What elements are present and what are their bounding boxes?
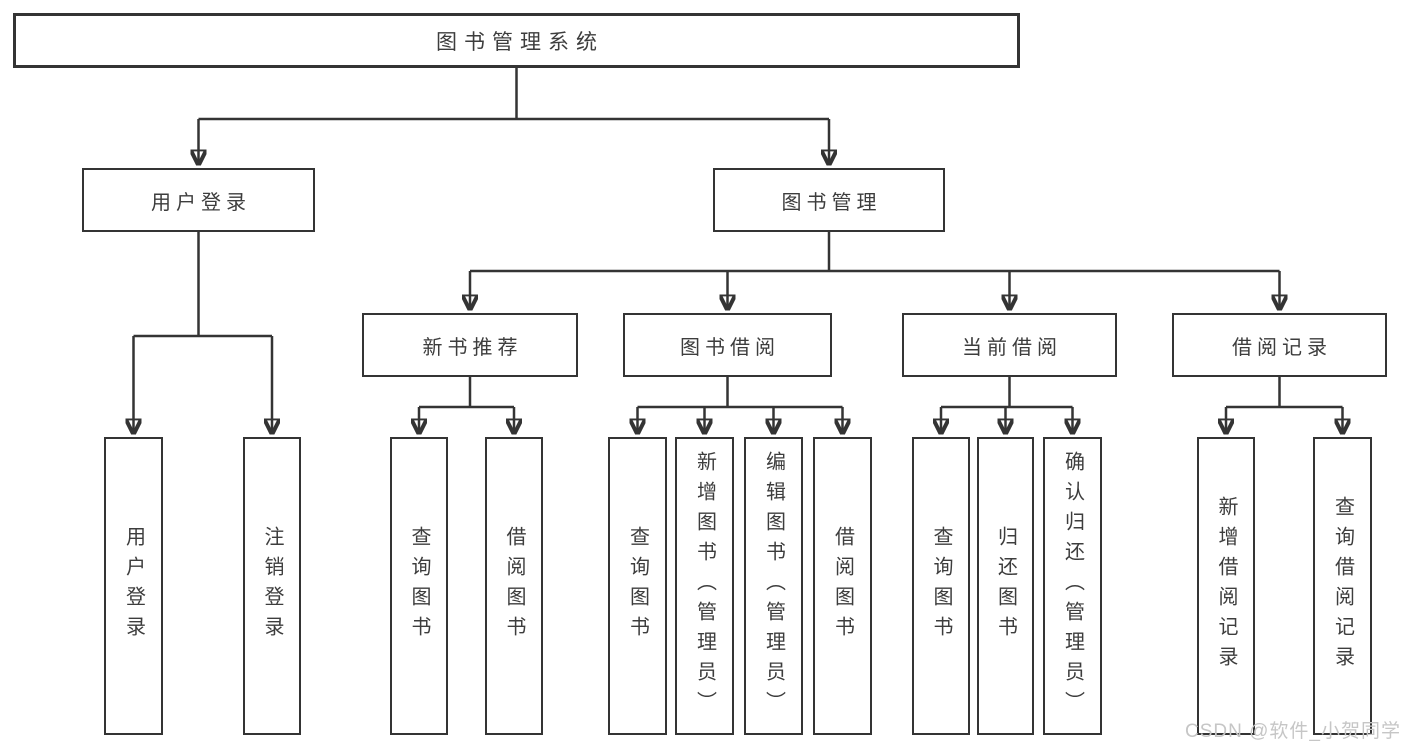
node-query-borrow-record: 查询借阅记录 [1313, 437, 1372, 735]
node-login: 用户登录 [104, 437, 163, 735]
node-label-query-borrow-record: 查询借阅记录 [1331, 496, 1354, 676]
edge-rail-root [198, 68, 829, 121]
node-label-root: 图书管理系统 [436, 30, 604, 54]
node-return-books: 归还图书 [977, 437, 1034, 735]
node-label-logout: 注销登录 [261, 526, 283, 646]
node-label-borrow-books-borrow: 借阅图书 [831, 526, 854, 646]
node-book-borrow: 图书借阅 [623, 313, 832, 377]
node-label-query-books-borrow: 查询图书 [626, 526, 649, 646]
node-label-borrow-records: 借阅记录 [1232, 336, 1332, 359]
node-label-login: 用户登录 [122, 526, 145, 646]
edge-rail-borrow-records [1226, 377, 1343, 409]
node-logout: 注销登录 [243, 437, 301, 735]
node-new-books: 新书推荐 [362, 313, 578, 377]
node-query-books-new: 查询图书 [390, 437, 448, 735]
node-current-borrow: 当前借阅 [902, 313, 1117, 377]
node-add-borrow-record: 新增借阅记录 [1197, 437, 1255, 735]
edge-rail-user-login [133, 232, 272, 338]
node-label-current-borrow: 当前借阅 [962, 336, 1062, 359]
node-root: 图书管理系统 [13, 13, 1020, 68]
node-book-mgmt: 图书管理 [713, 168, 945, 232]
node-borrow-books-borrow: 借阅图书 [813, 437, 872, 735]
edge-rail-book-mgmt [470, 232, 1280, 273]
node-label-return-books: 归还图书 [994, 526, 1017, 646]
node-label-query-books-current: 查询图书 [930, 526, 952, 646]
node-confirm-return-admin: 确认归还（管理员） [1043, 437, 1102, 735]
node-label-query-books-new: 查询图书 [408, 526, 430, 646]
node-borrow-books-new: 借阅图书 [485, 437, 543, 735]
node-label-user-login: 用户登录 [151, 191, 251, 214]
node-edit-books-admin: 编辑图书（管理员） [744, 437, 803, 735]
node-borrow-records: 借阅记录 [1172, 313, 1387, 377]
edge-rail-book-borrow [637, 377, 843, 409]
node-label-borrow-books-new: 借阅图书 [503, 526, 525, 646]
node-add-books-admin: 新增图书（管理员） [675, 437, 734, 735]
node-user-login: 用户登录 [82, 168, 315, 232]
node-label-new-books: 新书推荐 [422, 336, 523, 359]
node-label-add-borrow-record: 新增借阅记录 [1215, 496, 1237, 676]
node-label-confirm-return-admin: 确认归还（管理员） [1061, 451, 1084, 721]
node-label-book-mgmt: 图书管理 [781, 191, 882, 214]
node-query-books-borrow: 查询图书 [608, 437, 667, 735]
watermark: CSDN @软件_小贺同学 [1185, 721, 1401, 742]
node-query-books-current: 查询图书 [912, 437, 970, 735]
node-label-edit-books-admin: 编辑图书（管理员） [762, 451, 785, 721]
node-label-book-borrow: 图书借阅 [680, 336, 780, 359]
node-label-add-books-admin: 新增图书（管理员） [693, 451, 716, 721]
edge-rail-new-books [419, 377, 514, 409]
edge-rail-current-borrow [941, 377, 1073, 409]
